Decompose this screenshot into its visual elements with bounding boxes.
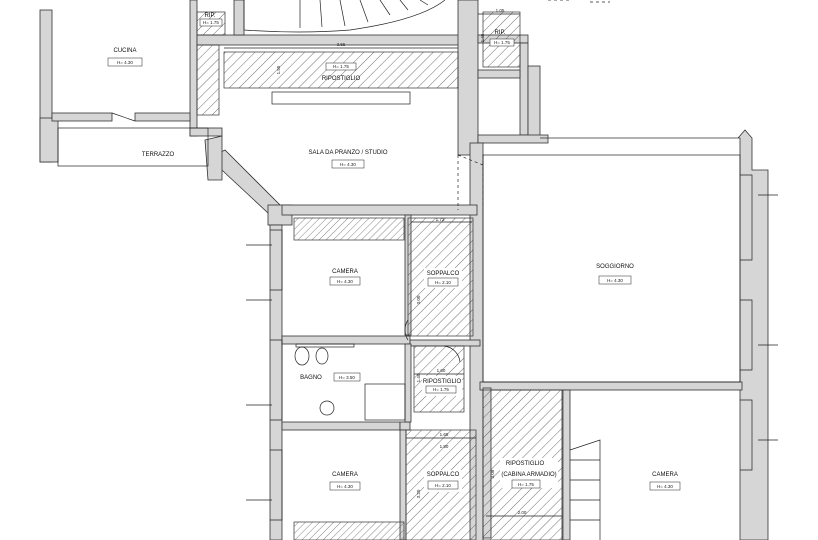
room-label-ripostiglio-top: H= 1.75 RIPOSTIGLIO	[322, 62, 361, 82]
svg-text:H= 4.30: H= 4.30	[607, 278, 623, 283]
svg-text:H= 4.30: H= 4.30	[337, 484, 353, 489]
dim-ripmid-w: 1.60	[437, 368, 446, 373]
svg-text:H= 2.10: H= 2.10	[435, 483, 451, 488]
svg-text:H= 4.30: H= 4.30	[117, 60, 133, 65]
svg-text:RIP.: RIP.	[495, 30, 506, 36]
svg-text:SOPPALCO: SOPPALCO	[427, 271, 460, 277]
dim-cabina-h: 3.08	[490, 469, 495, 478]
svg-text:RIP.: RIP.	[205, 13, 216, 19]
room-label-rip-top-left: RIP. H= 1.75	[199, 13, 223, 27]
svg-text:CAMERA: CAMERA	[332, 472, 358, 478]
room-label-camera-2: CAMERA H= 4.30	[329, 472, 361, 491]
room-label-bagno: BAGNO H= 3.50	[300, 372, 361, 382]
room-label-terrazzo: TERRAZZO	[142, 152, 175, 158]
svg-text:SALA DA PRANZO / STUDIO: SALA DA PRANZO / STUDIO	[308, 150, 387, 156]
svg-text:H= 1.75: H= 1.75	[518, 482, 534, 487]
room-label-sala-pranzo: SALA DA PRANZO / STUDIO H= 4.30	[308, 150, 388, 169]
svg-text:H= 4.30: H= 4.30	[657, 484, 673, 489]
interior-lines	[57, 0, 778, 540]
dim-ripmid-h: 1.45	[416, 373, 421, 382]
svg-text:H= 1.75: H= 1.75	[433, 387, 449, 392]
svg-text:H= 4.30: H= 4.30	[340, 162, 356, 167]
dim-soppalco1-w: 1.72	[436, 217, 445, 222]
dim-soppalco2-h: 3.20	[416, 489, 421, 498]
svg-text:BAGNO: BAGNO	[300, 375, 322, 381]
dim-top-right-h: 1.45	[480, 33, 485, 42]
room-label-soppalco-1: SOPPALCO H= 2.10	[424, 268, 462, 288]
room-label-soppalco-2: SOPPALCO H= 2.10	[424, 470, 462, 492]
room-label-camera-1: CAMERA H= 4.30	[329, 269, 361, 286]
dim-soppalco2-w2: 1.80	[440, 444, 449, 449]
room-label-camera-3: CAMERA H= 4.30	[649, 472, 681, 491]
svg-text:RIPOSTIGLIO: RIPOSTIGLIO	[423, 379, 462, 385]
svg-text:CAMERA: CAMERA	[332, 269, 358, 275]
room-label-ripostiglio-cabina: RIPOSTIGLIO (CABINA ARMADIO) H= 1.75	[500, 458, 558, 489]
svg-text:H= 1.75: H= 1.75	[203, 20, 219, 25]
svg-text:(CABINA ARMADIO): (CABINA ARMADIO)	[501, 472, 556, 478]
dimension-labels: 1.05 1.45 3.55 1.55 1.72 3.00 1.60 1.45 …	[276, 8, 527, 515]
svg-text:SOGGIORNO: SOGGIORNO	[596, 264, 634, 270]
svg-text:TERRAZZO: TERRAZZO	[142, 152, 175, 158]
svg-text:H= 3.50: H= 3.50	[339, 375, 355, 380]
svg-text:H= 2.10: H= 2.10	[435, 280, 451, 285]
dim-top-right-w: 1.05	[496, 8, 505, 13]
room-label-rip-top-right: RIP. H= 1.75	[489, 30, 515, 47]
svg-text:H= 1.75: H= 1.75	[494, 40, 510, 45]
dim-soppalco1-h: 3.00	[416, 295, 421, 304]
svg-text:CAMERA: CAMERA	[652, 472, 678, 478]
room-label-cucina: CUCINA H= 4.30	[107, 48, 143, 67]
dim-ripost-h: 1.55	[276, 65, 281, 74]
svg-text:H= 1.75: H= 1.75	[333, 64, 349, 69]
svg-text:RIPOSTIGLIO: RIPOSTIGLIO	[506, 461, 545, 467]
room-label-soggiorno: SOGGIORNO H= 4.30	[596, 264, 634, 285]
dim-soppalco2-w1: 1.68	[440, 432, 449, 437]
svg-text:RIPOSTIGLIO: RIPOSTIGLIO	[322, 76, 361, 82]
dim-ripost-w: 3.55	[337, 42, 346, 47]
svg-text:CUCINA: CUCINA	[113, 48, 136, 54]
svg-text:H= 4.30: H= 4.30	[337, 279, 353, 284]
dim-cabina-w: 2.00	[518, 510, 527, 515]
room-label-ripostiglio-mid: RIPOSTIGLIO H= 1.75	[422, 376, 462, 396]
svg-text:SOPPALCO: SOPPALCO	[427, 472, 460, 478]
